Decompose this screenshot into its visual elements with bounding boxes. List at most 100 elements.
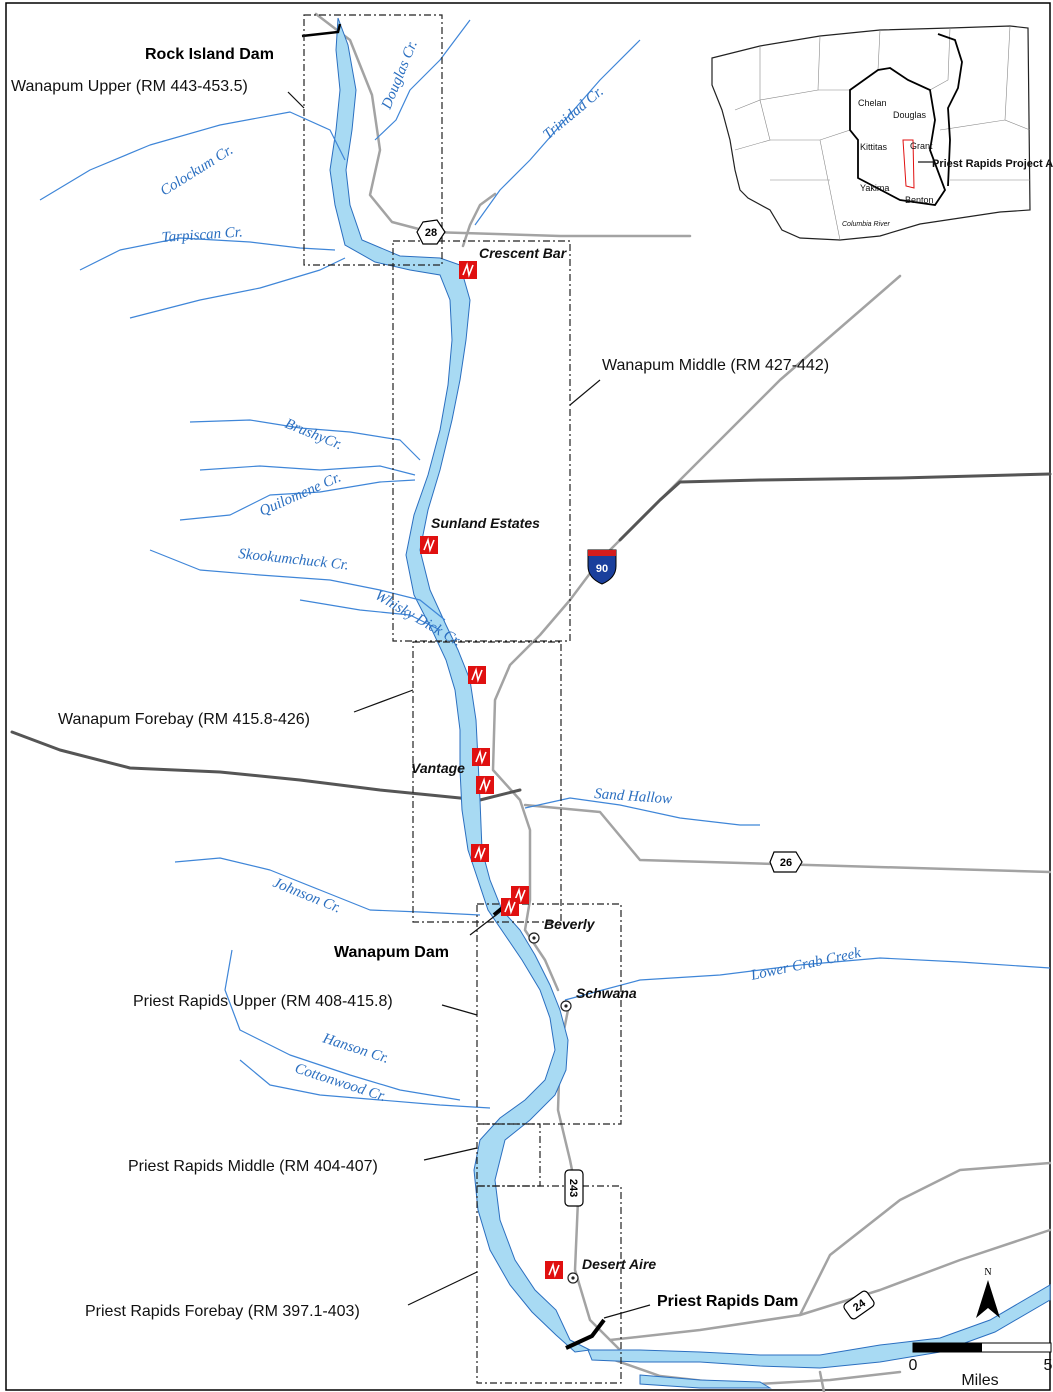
creek-whisky-dick (299, 599, 441, 631)
north-arrow-icon (976, 1280, 1000, 1318)
inset-columbia-east (937, 33, 963, 187)
leader-priest-rapids-dam (603, 1304, 651, 1319)
north-arrow: N (976, 1267, 1000, 1318)
shield-label-28: 28 (425, 227, 437, 239)
shield-label-243: 243 (567, 1179, 579, 1197)
inset-label-project-area: Priest Rapids Project Area (932, 158, 1053, 170)
inset-label-douglas: Douglas (893, 110, 927, 120)
river-lower (639, 1374, 772, 1389)
state-highway-shield-243: 243 (564, 1169, 584, 1207)
creek-sand-hallow (524, 797, 760, 826)
boat-access-markers (420, 261, 563, 1279)
scale-bar-unit: Miles (961, 1372, 998, 1389)
us-highway-shield-28: 28 (416, 219, 446, 245)
inset-label-chelan: Chelan (858, 98, 887, 108)
label-vantage: Vantage (411, 760, 465, 776)
boat-launch-icon (471, 844, 489, 862)
scale-bar-end: 5 (1044, 1357, 1053, 1374)
boat-launch-icon (420, 536, 438, 554)
inset-label-benton: Benton (905, 195, 934, 205)
highway-east (618, 472, 1052, 542)
boat-launch-icon (476, 776, 494, 794)
creeks (39, 19, 1051, 1109)
creek-quilomene-branch (179, 479, 416, 521)
leader-priest-rapids-middle (423, 1147, 478, 1161)
label-sand-hallow: Sand Hallow (594, 786, 673, 807)
leaders (287, 91, 651, 1319)
road-douglas (314, 12, 692, 238)
label-priest-rapids-upper: Priest Rapids Upper (RM 408-415.8) (133, 993, 393, 1010)
town-dot-icon (528, 932, 540, 944)
creek-skookumchuck (149, 549, 446, 621)
label-rock-island-dam: Rock Island Dam (145, 46, 274, 63)
scale-bar-segment (913, 1343, 982, 1352)
boat-launch-icon (472, 748, 490, 766)
scale-bar-start: 0 (909, 1357, 918, 1374)
inset-project-area-outline (902, 139, 915, 189)
boat-launch-icon (459, 261, 477, 279)
label-wanapum-forebay: Wanapum Forebay (RM 415.8-426) (58, 711, 310, 728)
highway-shields: 28 90 26 243 24 (416, 219, 875, 1320)
label-priest-rapids-dam: Priest Rapids Dam (657, 1293, 798, 1310)
north-arrow-label: N (984, 1267, 991, 1278)
leader-wanapum-dam (469, 911, 501, 936)
leader-wanapum-middle (569, 379, 601, 406)
boat-launch-icon (501, 898, 519, 916)
creek-tarpiscan (79, 237, 336, 271)
label-sunland-estates: Sunland Estates (431, 515, 540, 531)
label-wanapum-dam: Wanapum Dam (334, 944, 449, 961)
creek-johnson (174, 857, 481, 916)
label-priest-rapids-forebay: Priest Rapids Forebay (RM 397.1-403) (85, 1303, 360, 1320)
road-south-stub (818, 1370, 826, 1392)
boat-launch-icon (468, 666, 486, 684)
road-28-east (461, 192, 497, 248)
segment-box-wanapum-upper (303, 14, 443, 266)
label-tarpiscan-creek: Tarpiscan Cr. (161, 224, 243, 246)
segment-box-wanapum-middle (392, 240, 571, 642)
inset-label-grant: Grant (910, 141, 933, 151)
label-wanapum-upper: Wanapum Upper (RM 443-453.5) (11, 78, 248, 95)
interstate-shield-90: 90 (587, 549, 617, 585)
scale-bar: 0 5 Miles (909, 1342, 1053, 1389)
creek-lower-crab (564, 957, 1051, 1001)
state-highway-shield-24: 24 (843, 1290, 875, 1320)
leader-priest-rapids-forebay (407, 1271, 478, 1306)
road-north-east (798, 1161, 1052, 1317)
creek-trinidad (474, 39, 641, 226)
label-schwana: Schwana (576, 985, 637, 1001)
inset-map: Chelan Douglas Grant Kittitas Yakima Ben… (711, 25, 1053, 241)
segment-boxes (303, 14, 622, 1384)
road-sr24 (608, 1228, 1052, 1342)
segment-box-priest-rapids-upper (476, 903, 622, 1125)
creek-colockum (39, 111, 346, 201)
rock-island-dam-structure (301, 23, 342, 38)
label-beverly: Beverly (544, 916, 596, 932)
creek-tarpiscan-branch (129, 257, 346, 319)
inset-label-kittitas: Kittitas (860, 142, 888, 152)
leader-wanapum-upper (287, 91, 305, 109)
creek-cottonwood (239, 1059, 491, 1109)
town-dot-icon (567, 1272, 579, 1284)
creek-quilomene (199, 465, 416, 476)
town-markers (528, 932, 579, 1284)
creek-hanson (224, 949, 461, 1101)
shield-label-26: 26 (780, 857, 792, 869)
leader-priest-rapids-upper (441, 1004, 478, 1016)
leader-wanapum-forebay (353, 689, 414, 713)
segment-labels: Wanapum Upper (RM 443-453.5) Wanapum Mid… (11, 78, 829, 1320)
inset-label-columbia-river: Columbia River (842, 221, 891, 228)
label-wanapum-middle: Wanapum Middle (RM 427-442) (602, 357, 829, 374)
inset-label-yakima: Yakima (860, 183, 889, 193)
label-priest-rapids-middle: Priest Rapids Middle (RM 404-407) (128, 1158, 378, 1175)
road-us26 (523, 803, 1052, 874)
inset-study-counties (849, 67, 947, 206)
label-desert-aire: Desert Aire (582, 1256, 656, 1272)
shield-label-90: 90 (596, 563, 608, 575)
place-labels: Crescent Bar Sunland Estates Vantage Bev… (411, 245, 656, 1272)
town-dot-icon (560, 1000, 572, 1012)
us-highway-shield-26: 26 (769, 851, 803, 873)
segment-box-priest-rapids-forebay (476, 1185, 622, 1384)
creek-brushy (189, 419, 421, 461)
